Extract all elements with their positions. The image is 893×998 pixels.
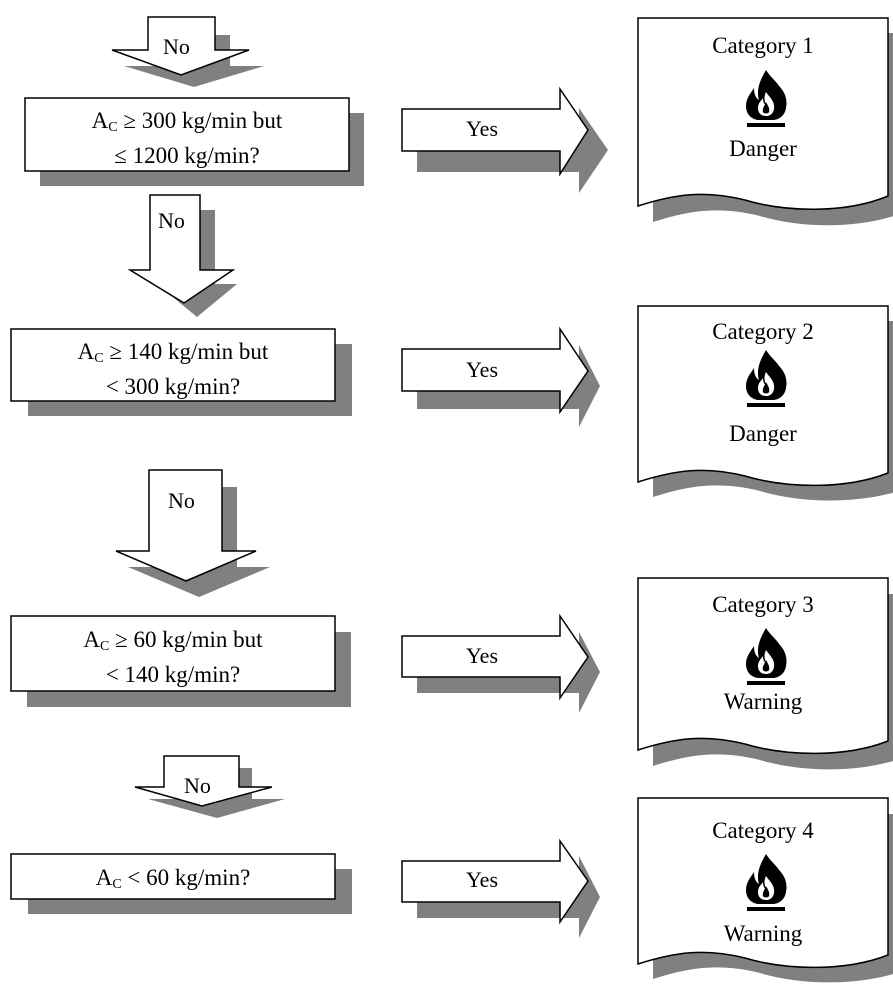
ac-subscript: C (94, 351, 104, 366)
signal-word-1: Danger (729, 136, 797, 161)
question-text-3: AC ≥ 60 kg/min but < 140 kg/min? (11, 626, 335, 689)
category-doc-4 (637, 797, 893, 983)
category-title-4: Category 4 (712, 818, 814, 843)
question-box-1 (24, 97, 364, 186)
no-arrow-3 (115, 469, 270, 597)
no-label-2: No (158, 208, 185, 233)
signal-word-3: Warning (723, 689, 803, 714)
question-text-1: AC ≥ 300 kg/min but ≤ 1200 kg/min? (25, 107, 349, 170)
signal-word-2: Danger (729, 421, 797, 446)
yes-label-4: Yes (466, 867, 499, 892)
category-title-3: Category 3 (712, 592, 814, 617)
question-condition-1a: ≥ 300 kg/min but (117, 108, 283, 133)
ac-symbol: A (83, 627, 101, 652)
question-condition-2a: ≥ 140 kg/min but (103, 339, 269, 364)
yes-arrow-3 (401, 613, 600, 713)
no-arrow-2 (127, 194, 237, 317)
yes-label-1: Yes (466, 116, 499, 141)
no-label-4: No (184, 773, 211, 798)
yes-arrow-4 (401, 838, 600, 938)
no-label-3: No (168, 488, 195, 513)
question-condition-4a: < 60 kg/min? (121, 865, 251, 890)
ac-symbol: A (91, 108, 109, 133)
question-text-4: AC < 60 kg/min? (11, 864, 335, 899)
yes-arrow-1 (401, 86, 608, 193)
category-title-2: Category 2 (712, 319, 814, 344)
ac-subscript: C (100, 639, 110, 654)
question-condition-3b: < 140 kg/min? (105, 662, 241, 687)
question-box-3 (10, 615, 351, 707)
ac-subscript: C (112, 877, 122, 892)
question-text-2: AC ≥ 140 kg/min but < 300 kg/min? (11, 338, 335, 401)
no-label-1: No (163, 34, 190, 59)
category-doc-1 (637, 17, 893, 226)
question-condition-2b: < 300 kg/min? (105, 374, 241, 399)
yes-arrow-2 (401, 326, 600, 427)
question-box-2 (10, 328, 352, 416)
yes-label-3: Yes (466, 643, 499, 668)
signal-word-4: Warning (723, 921, 803, 946)
category-doc-2 (637, 305, 893, 501)
question-condition-1b: ≤ 1200 kg/min? (114, 143, 260, 168)
ac-symbol: A (95, 865, 113, 890)
ac-subscript: C (108, 120, 118, 135)
question-box-4 (10, 853, 352, 914)
category-title-1: Category 1 (712, 33, 814, 58)
no-arrow-4 (134, 755, 285, 818)
category-doc-3 (637, 577, 893, 770)
ac-symbol: A (77, 339, 95, 364)
question-condition-3a: ≥ 60 kg/min but (109, 627, 263, 652)
yes-label-2: Yes (466, 357, 499, 382)
no-arrow-1 (111, 16, 264, 87)
